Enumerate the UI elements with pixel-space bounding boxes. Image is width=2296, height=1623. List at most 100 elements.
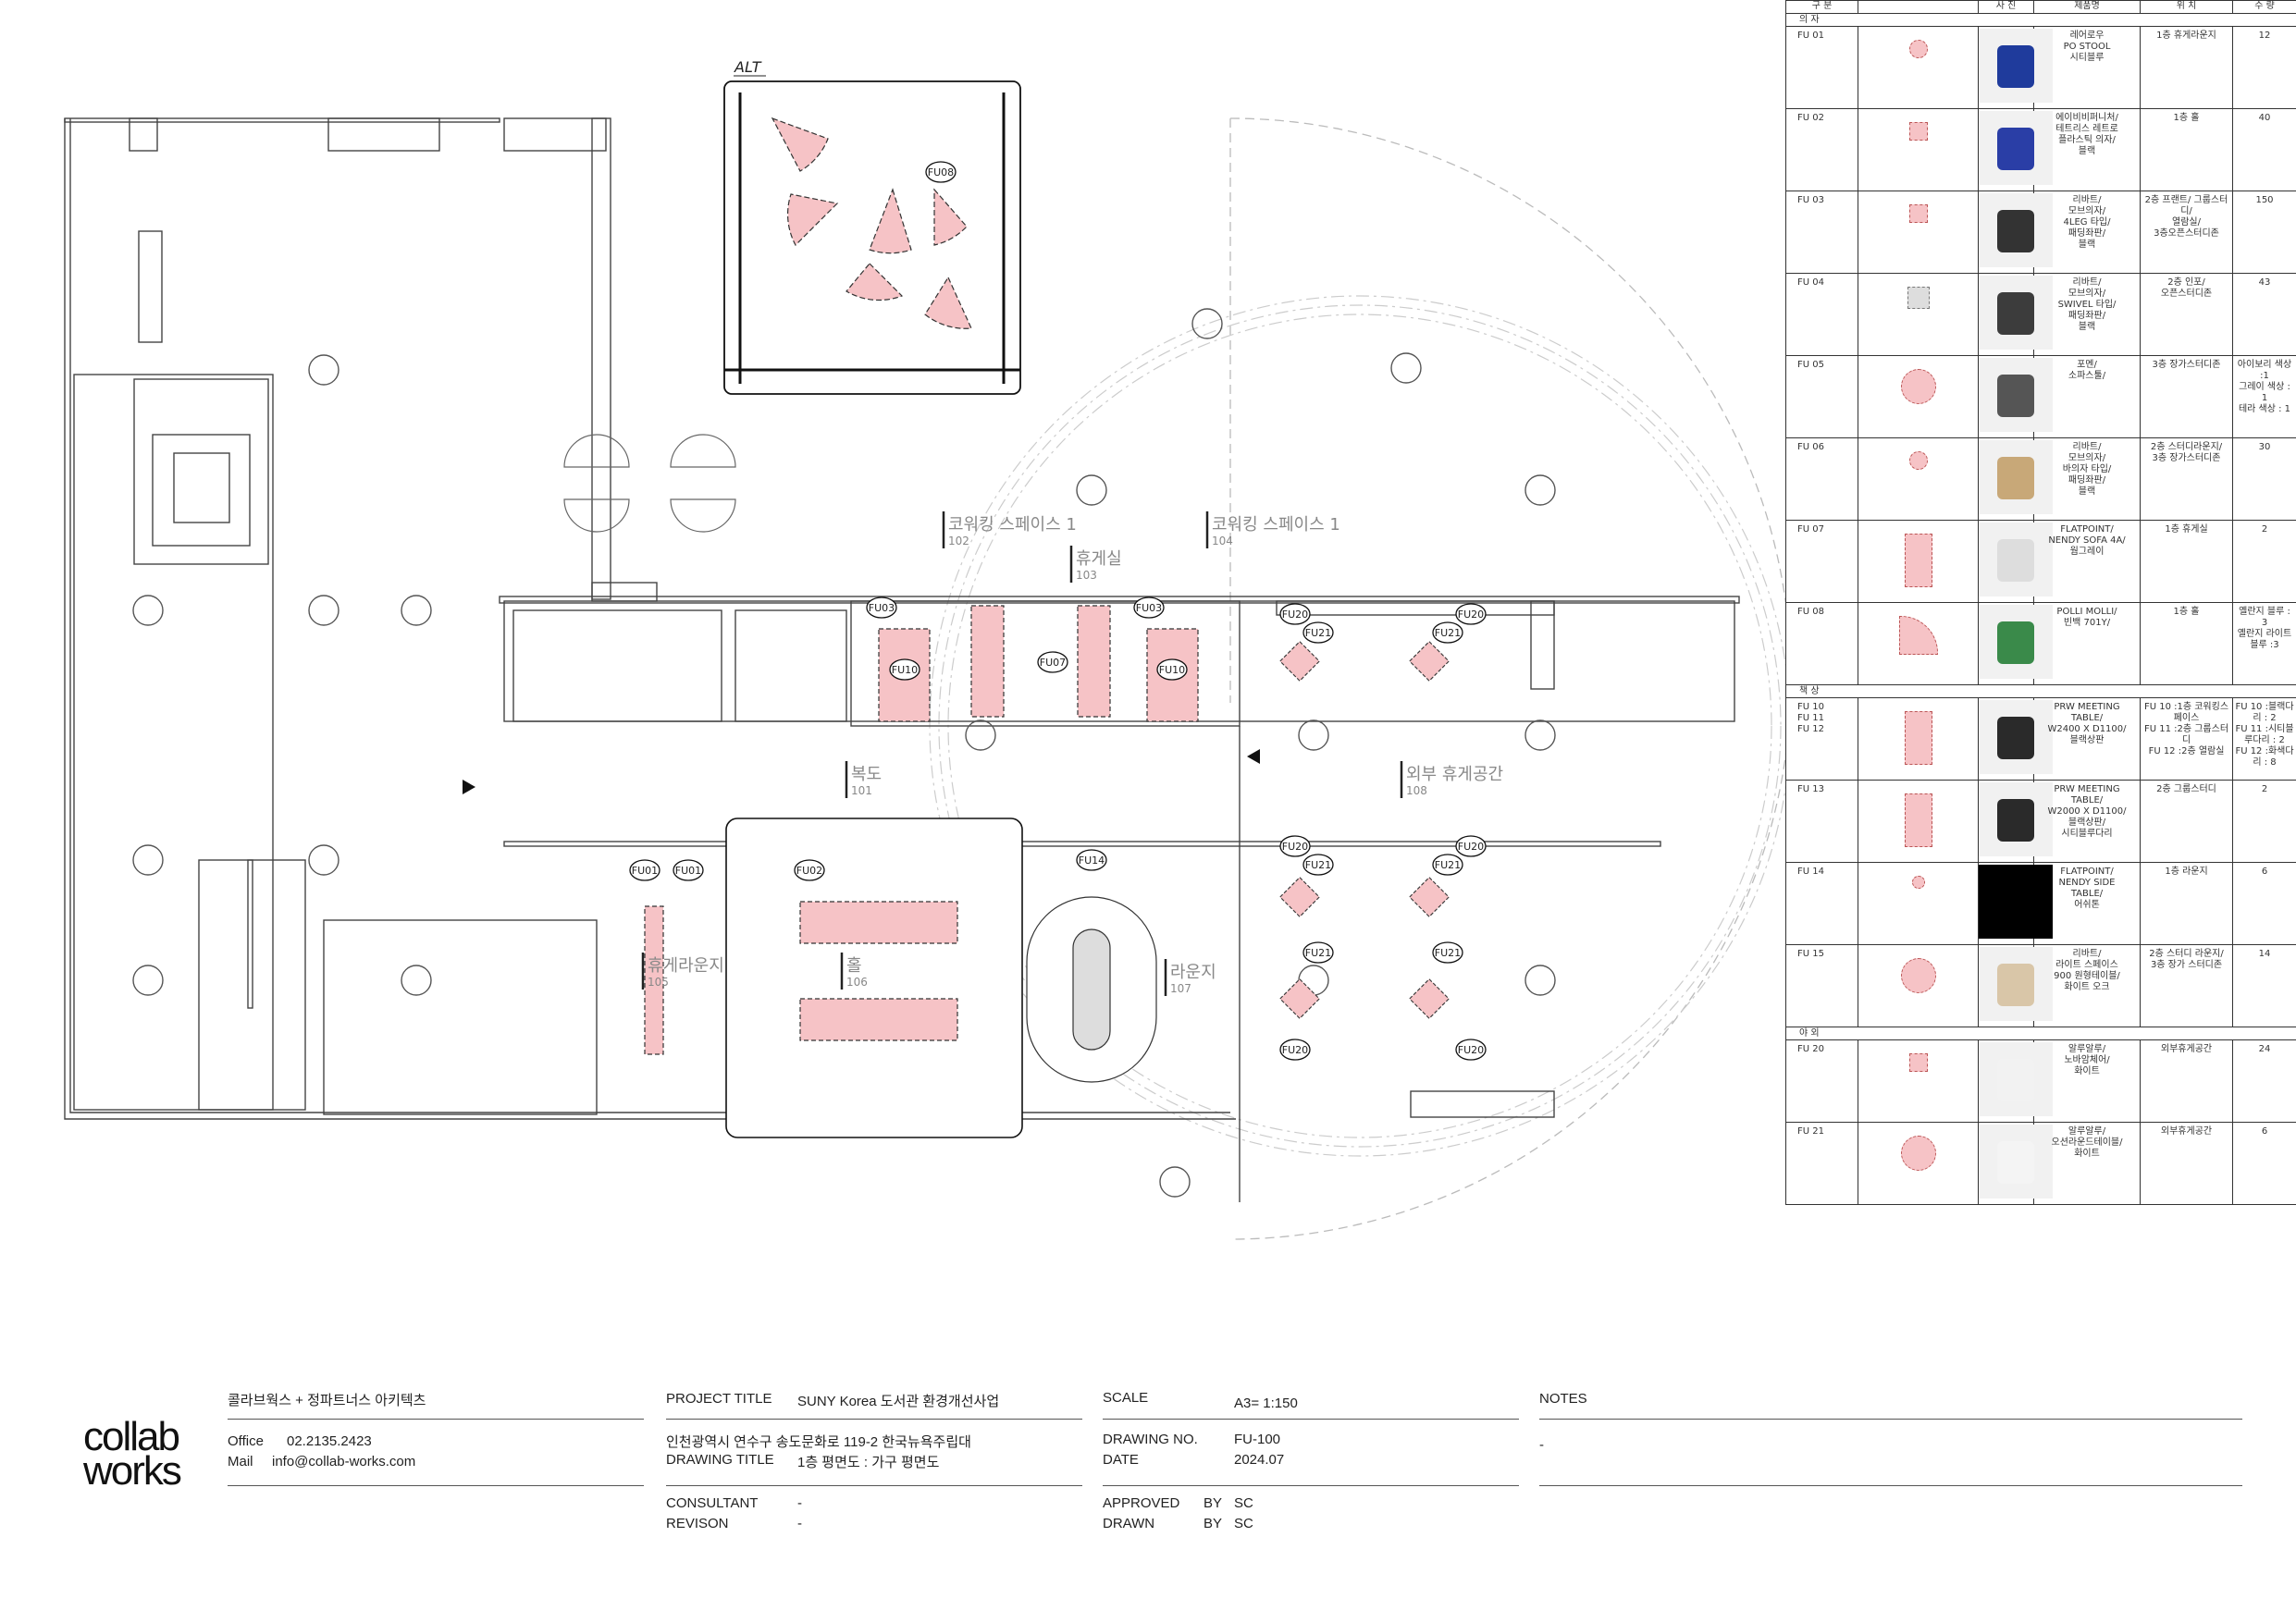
item-location: 1층 홀: [2173, 113, 2200, 123]
item-name: 알루알루/ 노바암체어/ 화이트: [2064, 1044, 2110, 1076]
sofa-photo: [1979, 523, 2053, 596]
revision-label: REVISON: [666, 1516, 729, 1531]
item-location: 2층 인포/ 오픈스터디존: [2160, 277, 2213, 299]
furniture-tag-label: FU21: [1305, 627, 1331, 639]
furniture-tag: [673, 859, 704, 881]
drawn-value: SC: [1234, 1516, 1253, 1531]
item-name: 리바트/ 모브의자/ 4LEG 타입/ 패딩좌판/ 블랙: [2063, 195, 2111, 250]
furniture-tag-label: FU03: [1136, 602, 1162, 614]
approved-value: SC: [1234, 1495, 1253, 1511]
furniture-tag: [1279, 835, 1311, 857]
schedule-section-row: 야 외: [1785, 1027, 2296, 1040]
room-number: 108: [1406, 784, 1427, 797]
furniture-tag-label: FU01: [675, 865, 701, 877]
logo-line-1: collab: [83, 1414, 180, 1459]
drawn-by: BY: [1204, 1516, 1223, 1531]
item-qty: 2: [2261, 784, 2268, 794]
furniture-tag: [1279, 1039, 1311, 1061]
plan-symbol-icon: [1908, 122, 1928, 141]
furniture-tag-label: FU02: [796, 865, 822, 877]
swivel-chair-photo: [1979, 276, 2053, 350]
beanbag-group: [771, 117, 972, 329]
schedule-section-row: 책 상: [1785, 684, 2296, 698]
drawing-title-label: DRAWING TITLE: [666, 1452, 774, 1468]
item-location: 3층 장가스터디존: [2152, 360, 2221, 370]
drawing-title-value: 1층 평면도 : 가구 평면도: [797, 1455, 940, 1470]
furniture-tag-label: FU21: [1305, 947, 1331, 959]
room-number: 101: [851, 784, 872, 797]
item-code: FU 07: [1797, 524, 1824, 535]
plan-symbol-icon: [1900, 958, 1936, 993]
item-location: 1층 홀: [2173, 607, 2200, 617]
outdoor-sets: [1279, 641, 1450, 1019]
furniture-tag: [629, 859, 660, 881]
furniture-tag: [794, 859, 825, 881]
plan-symbol-icon: [1907, 287, 1930, 309]
office-label: Office: [228, 1433, 264, 1449]
item-location: 외부휴게공간: [2160, 1044, 2213, 1054]
furniture-tag: [1302, 941, 1334, 964]
floor-plan: ALT: [64, 58, 1785, 1240]
furniture-tag-label: FU20: [1458, 841, 1484, 853]
item-code: FU 21: [1797, 1126, 1824, 1137]
item-name: 리바트/ 모브의자/ 바의자 타입/ 패딩좌판/ 블랙: [2062, 442, 2112, 497]
notes-label: NOTES: [1539, 1391, 1587, 1407]
item-name: PRW MEETING TABLE/ W2400 X D1100/ 블랙상판: [2047, 702, 2127, 745]
item-qty: 150: [2255, 195, 2274, 205]
item-name: 리바트/ 모브의자/ SWIVEL 타입/ 패딩좌판/ 블랙: [2057, 277, 2117, 332]
room-name: 휴게라운지: [648, 956, 724, 976]
item-location: 1층 휴게실: [2165, 524, 2208, 535]
section-title: 의 자: [1785, 13, 2296, 27]
room-name: 휴게실: [1076, 549, 1122, 569]
schedule-header-row: 구 분 사 진 제품명 위 치 수 량: [1785, 0, 2296, 14]
item-name: 레어로우 PO STOOL 시티블루: [2063, 31, 2111, 63]
room-number: 105: [648, 976, 669, 989]
furniture-tag: [866, 596, 897, 619]
item-qty: 옐란지 블루 : 3 옐란지 라이트 블루 :3: [2237, 607, 2292, 650]
company-logo: collab works: [83, 1414, 182, 1492]
room-number: 104: [1212, 535, 1233, 547]
item-code: FU 13: [1797, 784, 1824, 794]
item-location: 2층 프랜트/ 그룹스터디/ 열람실/ 3층오픈스터디존: [2144, 195, 2228, 239]
mail-value: info@collab-works.com: [272, 1454, 416, 1469]
drawing-no-value: FU-100: [1234, 1432, 1281, 1447]
furniture-tag: [1455, 835, 1487, 857]
item-code: FU 20: [1797, 1044, 1824, 1054]
item-qty: 40: [2258, 113, 2271, 123]
item-qty: 14: [2258, 949, 2271, 959]
outdoor-boundary-arc: [1229, 117, 1785, 1240]
furniture-tag: [1455, 603, 1487, 625]
drawn-label: DRAWN: [1103, 1516, 1155, 1531]
plan-symbol-icon: [1904, 793, 1932, 847]
bar-chair-photo: [1979, 440, 2053, 514]
furniture-tag: [1302, 854, 1334, 876]
pouf-photo: [1979, 358, 2053, 432]
item-code: FU 01: [1797, 31, 1824, 41]
item-location: 2층 스터디라운지/ 3층 장가스터디존: [2150, 442, 2223, 463]
plan-symbol-icon: [1908, 451, 1928, 470]
beanbag-photo: [1979, 605, 2053, 679]
tetris-chair-photo: [1979, 111, 2053, 185]
item-code: FU 02: [1797, 113, 1824, 123]
furniture-tag-label: FU03: [869, 602, 895, 614]
plan-symbol-icon: [1908, 204, 1928, 223]
furniture-tag: [1279, 603, 1311, 625]
room-number: 103: [1076, 569, 1097, 582]
drawing-no-label: DRAWING NO.: [1103, 1432, 1198, 1447]
scale-value: A3= 1:150: [1234, 1396, 1298, 1411]
stool-photo: [1979, 29, 2053, 103]
outdoor-table-photo: [1979, 1125, 2053, 1199]
hall-tables: [644, 901, 958, 1055]
section-title: 야 외: [1785, 1027, 2296, 1040]
item-name: 에이비비퍼니처/ 테트리스 레트로 플라스틱 의자/ 블랙: [2055, 113, 2118, 156]
schedule-row: FU 02 에이비비퍼니처/ 테트리스 레트로 플라스틱 의자/ 블랙 1층 홀 40: [1785, 108, 2296, 191]
revision-value: -: [797, 1516, 802, 1531]
item-qty: 6: [2261, 867, 2268, 877]
section-title: 책 상: [1785, 684, 2296, 698]
